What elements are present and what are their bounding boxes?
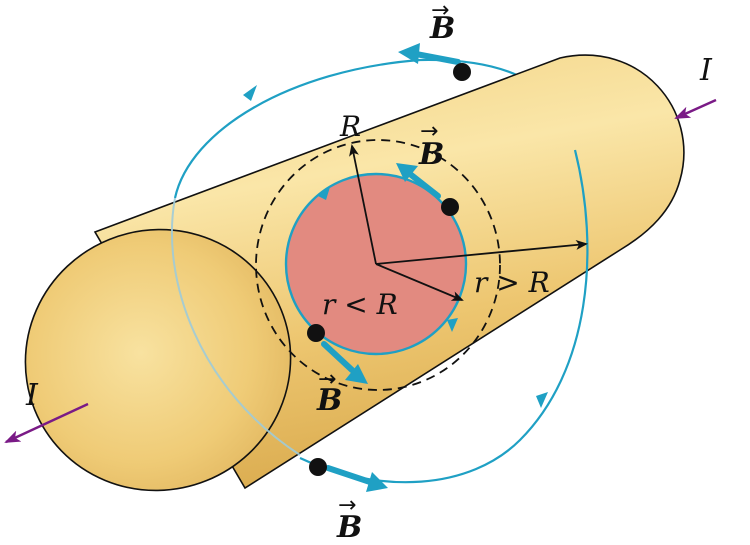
outer-circle-arrowhead-right — [536, 392, 548, 408]
field-point-top — [453, 63, 471, 81]
radius-r-less-vector — [375, 263, 464, 301]
inner-circle-arrowhead-top — [318, 187, 330, 200]
label-radius-R: R — [339, 110, 361, 143]
inner-circle-arrowhead-right — [447, 318, 458, 332]
field-vector-bottom — [325, 465, 388, 492]
label-field-top: B — [429, 11, 455, 46]
radius-r-greater-vector — [375, 239, 588, 265]
field-point-inner-bottom — [307, 324, 325, 342]
current-arrow-left — [4, 402, 89, 444]
current-arrow-right — [674, 98, 717, 120]
radius-R-vector — [349, 144, 377, 265]
label-field-bottom: B — [336, 510, 362, 545]
label-field-inner-bottom-arrow: → — [318, 367, 336, 392]
label-field-bottom-arrow: → — [338, 493, 356, 518]
inner-field-circle — [284, 172, 468, 356]
label-current-left: I — [25, 378, 39, 413]
field-vector-inner-bottom — [321, 341, 368, 384]
label-field-inner-top-arrow: → — [420, 119, 438, 144]
label-field-top-arrow: → — [431, 0, 449, 23]
field-point-inner-top — [441, 198, 459, 216]
outer-circle-arrowhead-left — [243, 85, 257, 101]
field-vector-inner-top — [396, 163, 441, 199]
field-vector-top — [398, 43, 461, 65]
label-field-inner-bottom: B — [316, 383, 342, 418]
label-field-inner-top: B — [418, 137, 444, 172]
dashed-amperian-loop — [255, 139, 501, 391]
field-point-bottom — [309, 458, 327, 476]
label-current-right: I — [699, 53, 713, 88]
outer-field-circle-hidden — [171, 197, 301, 456]
label-inner-radius: r < R — [322, 288, 398, 321]
cylinder-end-cap — [24, 228, 292, 492]
label-outer-radius: r > R — [474, 266, 550, 299]
